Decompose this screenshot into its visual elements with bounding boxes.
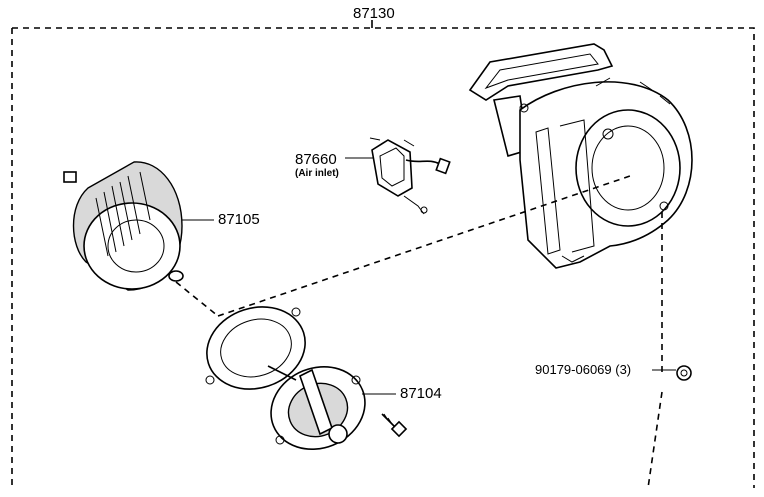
fan-nut bbox=[63, 171, 77, 183]
assembly-boundary bbox=[11, 20, 755, 488]
label-90179: 90179-06069 (3) bbox=[535, 362, 631, 377]
screw bbox=[381, 413, 408, 438]
label-87105: 87105 bbox=[218, 211, 260, 228]
bolt bbox=[676, 365, 692, 381]
washer bbox=[168, 270, 184, 282]
blower-case bbox=[468, 43, 693, 269]
label-87660: 87660 bbox=[295, 151, 337, 168]
motor-gasket-plate bbox=[205, 306, 306, 390]
label-87104: 87104 bbox=[400, 385, 442, 402]
assembly-guide-lines bbox=[175, 175, 663, 489]
air-inlet-servo bbox=[369, 137, 451, 215]
blower-fan bbox=[63, 161, 183, 291]
blower-motor bbox=[267, 365, 366, 451]
label-air-inlet: (Air inlet) bbox=[295, 168, 339, 179]
assembly-label: 87130 bbox=[353, 5, 395, 22]
